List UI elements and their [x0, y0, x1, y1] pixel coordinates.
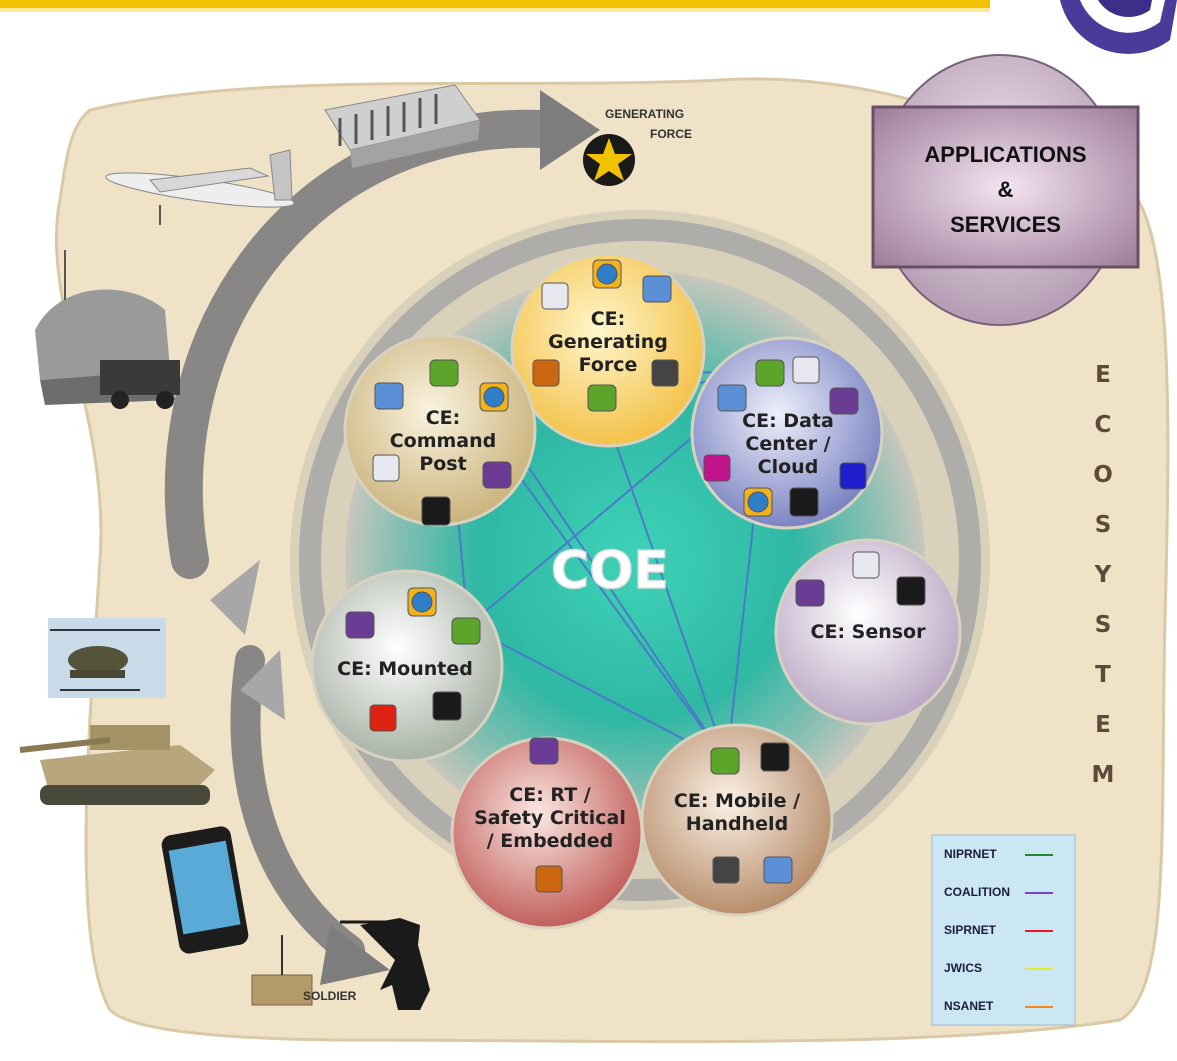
building-icon [324, 84, 481, 168]
soldier-icon [340, 918, 430, 1010]
ecosystem-letter: O [1093, 462, 1113, 488]
applications-line: APPLICATIONS [924, 142, 1087, 167]
mail-app-icon [642, 275, 672, 303]
blue-app-icon [839, 462, 867, 490]
puzzle-app-icon [760, 742, 790, 772]
shelter-truck-icon [35, 250, 180, 409]
radio-crate-icon [251, 935, 313, 1006]
document-app-icon [482, 461, 512, 489]
ce-label-line: Safety Critical [474, 807, 626, 829]
mail-app-icon [717, 384, 747, 412]
ce-label-line: Generating [548, 331, 668, 353]
document-app-icon [795, 579, 825, 607]
red-app-icon [369, 704, 397, 732]
ce-label-line: CE: Mounted [337, 658, 473, 680]
network-app-icon [852, 551, 880, 579]
applications-services-text: APPLICATIONS & SERVICES [873, 137, 1138, 242]
network-app-icon [541, 282, 569, 310]
legend-label: JWICS [944, 961, 983, 975]
orange-app-icon [532, 359, 560, 387]
ecosystem-letter: S [1094, 512, 1112, 538]
lifecycle-arrow-bottom [230, 645, 365, 965]
helicopter-image [48, 618, 166, 698]
legend-label: SIPRNET [944, 923, 997, 937]
magenta-app-icon [703, 454, 731, 482]
mail-app-icon [763, 856, 793, 884]
ce-label-line: CE: Sensor [810, 621, 926, 643]
generating-force-label: GENERATING FORCE [605, 107, 692, 141]
chat-app-icon [710, 747, 740, 775]
ce-label-line: Center / [745, 433, 831, 455]
ce-label-line: CE: RT / [509, 784, 591, 806]
tank-icon [19, 725, 215, 805]
ecosystem-letter: E [1095, 362, 1111, 388]
ecosystem-letter: T [1095, 662, 1111, 688]
document-app-icon [829, 387, 859, 415]
chat-app-icon [429, 359, 459, 387]
services-line: SERVICES [950, 212, 1061, 237]
ce-label-line: Post [419, 453, 467, 475]
document-app-icon [345, 611, 375, 639]
ecosystem-letter: Y [1094, 562, 1112, 588]
ampersand-line: & [997, 177, 1014, 202]
ce-label-line: Cloud [757, 456, 819, 478]
legend-swatch [1025, 968, 1053, 970]
soldier-label: SOLDIER [303, 989, 357, 1003]
legend-label: NIPRNET [944, 847, 997, 861]
airplane-icon [105, 149, 295, 225]
legend-swatch [1025, 854, 1053, 856]
legend-swatch [1025, 892, 1053, 894]
legend-swatch [1025, 1006, 1053, 1008]
ce-rt-safety-label: CE: RT /Safety Critical/ Embedded [460, 784, 640, 853]
gray-app-icon [712, 856, 740, 884]
network-app-icon [372, 454, 400, 482]
mail-app-icon [374, 382, 404, 410]
ce-label-line: / Embedded [486, 830, 614, 852]
ecosystem-letter: E [1095, 712, 1111, 738]
legend-swatch [1025, 930, 1053, 932]
ce-label-line: CE: Mobile / [673, 790, 801, 812]
legend-label: COALITION [944, 885, 1010, 899]
chat-app-icon [451, 617, 481, 645]
puzzle-app-icon [896, 576, 926, 606]
chat-app-icon [587, 384, 617, 412]
generating-force-marker [583, 134, 635, 186]
puzzle-app-icon [432, 691, 462, 721]
ce-label-line: CE: [590, 308, 626, 330]
title-accent-bar [0, 0, 990, 8]
app-icons [345, 259, 926, 893]
puzzle-app-icon [789, 487, 819, 517]
coe-label: COE [551, 541, 669, 601]
orange-app-icon [535, 865, 563, 893]
ce-mounted-label: CE: Mounted [320, 658, 490, 681]
ce-mobile-label: CE: Mobile /Handheld [657, 790, 817, 836]
ce-label-line: Command [389, 430, 497, 452]
ecosystem-letter: C [1094, 412, 1112, 438]
ecosystem-letter: S [1094, 612, 1112, 638]
ce-label-line: Handheld [685, 813, 789, 835]
ce-label-line: CE: [425, 407, 461, 429]
ecosystem-letter: M [1091, 762, 1115, 788]
legend-label: NSANET [944, 999, 994, 1013]
ce-label-line: CE: Data [742, 410, 834, 432]
applications-services-box[interactable] [871, 105, 1140, 269]
puzzle-app-icon [421, 496, 451, 526]
ce-label-line: Force [578, 354, 638, 376]
chat-app-icon [755, 359, 785, 387]
network-app-icon [792, 356, 820, 384]
handheld-device-icon [161, 826, 249, 954]
gray-app-icon [651, 359, 679, 387]
ce-sensor-label: CE: Sensor [788, 621, 948, 644]
document-app-icon [529, 737, 559, 765]
